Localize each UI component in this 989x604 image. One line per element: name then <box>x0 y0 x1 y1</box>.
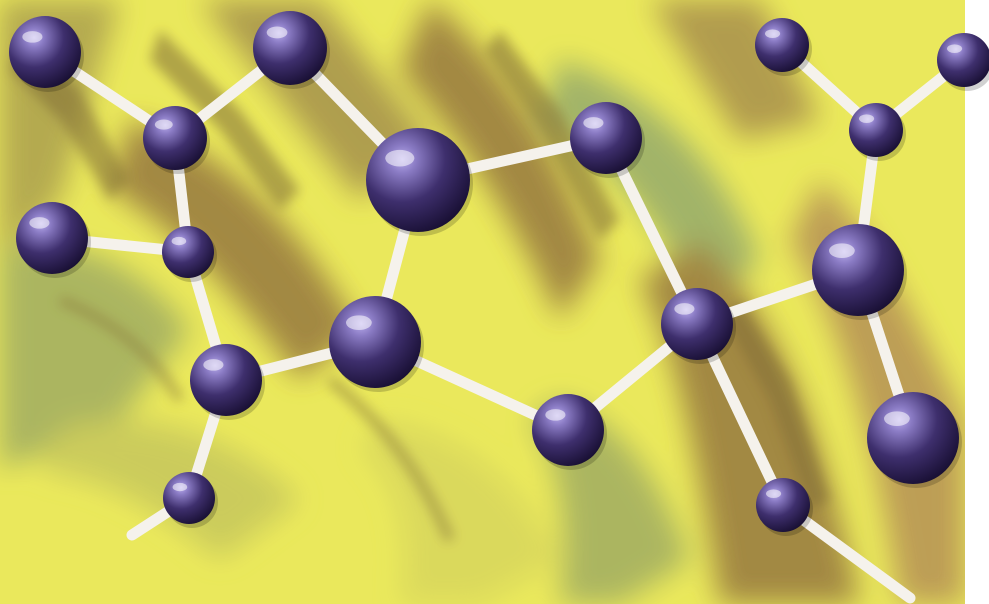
atom-highlight <box>583 117 604 129</box>
atom-highlight <box>29 217 50 229</box>
atom-ball <box>755 18 809 72</box>
atom-ball <box>812 224 904 316</box>
atom-highlight <box>172 482 188 492</box>
atom-highlight <box>266 26 288 39</box>
atom-sphere <box>661 288 736 364</box>
atom-sphere <box>162 226 217 282</box>
atom-ball <box>163 472 215 524</box>
atom-ball <box>143 106 207 170</box>
atom-ball <box>9 16 81 88</box>
atom-sphere <box>366 128 473 236</box>
atom-highlight <box>385 149 415 167</box>
atom-highlight <box>203 359 224 371</box>
atom-highlight <box>884 411 910 427</box>
atom-sphere <box>16 202 91 278</box>
atom-highlight <box>858 114 875 123</box>
atom-sphere <box>756 478 813 536</box>
atom-sphere <box>9 16 84 92</box>
right-edge-margin <box>965 0 989 604</box>
atom-sphere <box>812 224 907 320</box>
atom-sphere <box>253 11 330 89</box>
atom-sphere <box>849 103 906 161</box>
atom-highlight <box>545 409 566 421</box>
atom-ball <box>253 11 327 85</box>
atom-sphere <box>937 33 989 91</box>
atom-sphere <box>190 344 265 420</box>
atom-highlight <box>346 315 372 331</box>
atom-sphere <box>143 106 210 174</box>
atom-sphere <box>755 18 812 76</box>
atom-ball <box>532 394 604 466</box>
atom-ball <box>329 296 421 388</box>
atom-ball <box>190 344 262 416</box>
atom-sphere <box>329 296 424 392</box>
atom-ball <box>366 128 470 232</box>
atom-highlight <box>154 119 173 130</box>
atom-ball <box>661 288 733 360</box>
atom-highlight <box>22 31 43 43</box>
atom-sphere <box>532 394 607 470</box>
atom-highlight <box>829 243 855 259</box>
atoms-layer <box>9 11 989 536</box>
atom-sphere <box>163 472 218 528</box>
atom-highlight <box>674 303 695 315</box>
atom-ball <box>849 103 903 157</box>
atom-sphere <box>570 102 645 178</box>
atom-highlight <box>764 29 781 38</box>
atom-ball <box>16 202 88 274</box>
atom-ball <box>867 392 959 484</box>
atom-ball <box>937 33 989 87</box>
atom-ball <box>162 226 214 278</box>
atom-sphere <box>867 392 962 488</box>
atom-highlight <box>171 236 187 246</box>
atom-ball <box>570 102 642 174</box>
atom-highlight <box>765 489 782 498</box>
atom-ball <box>756 478 810 532</box>
atom-highlight <box>946 44 963 53</box>
